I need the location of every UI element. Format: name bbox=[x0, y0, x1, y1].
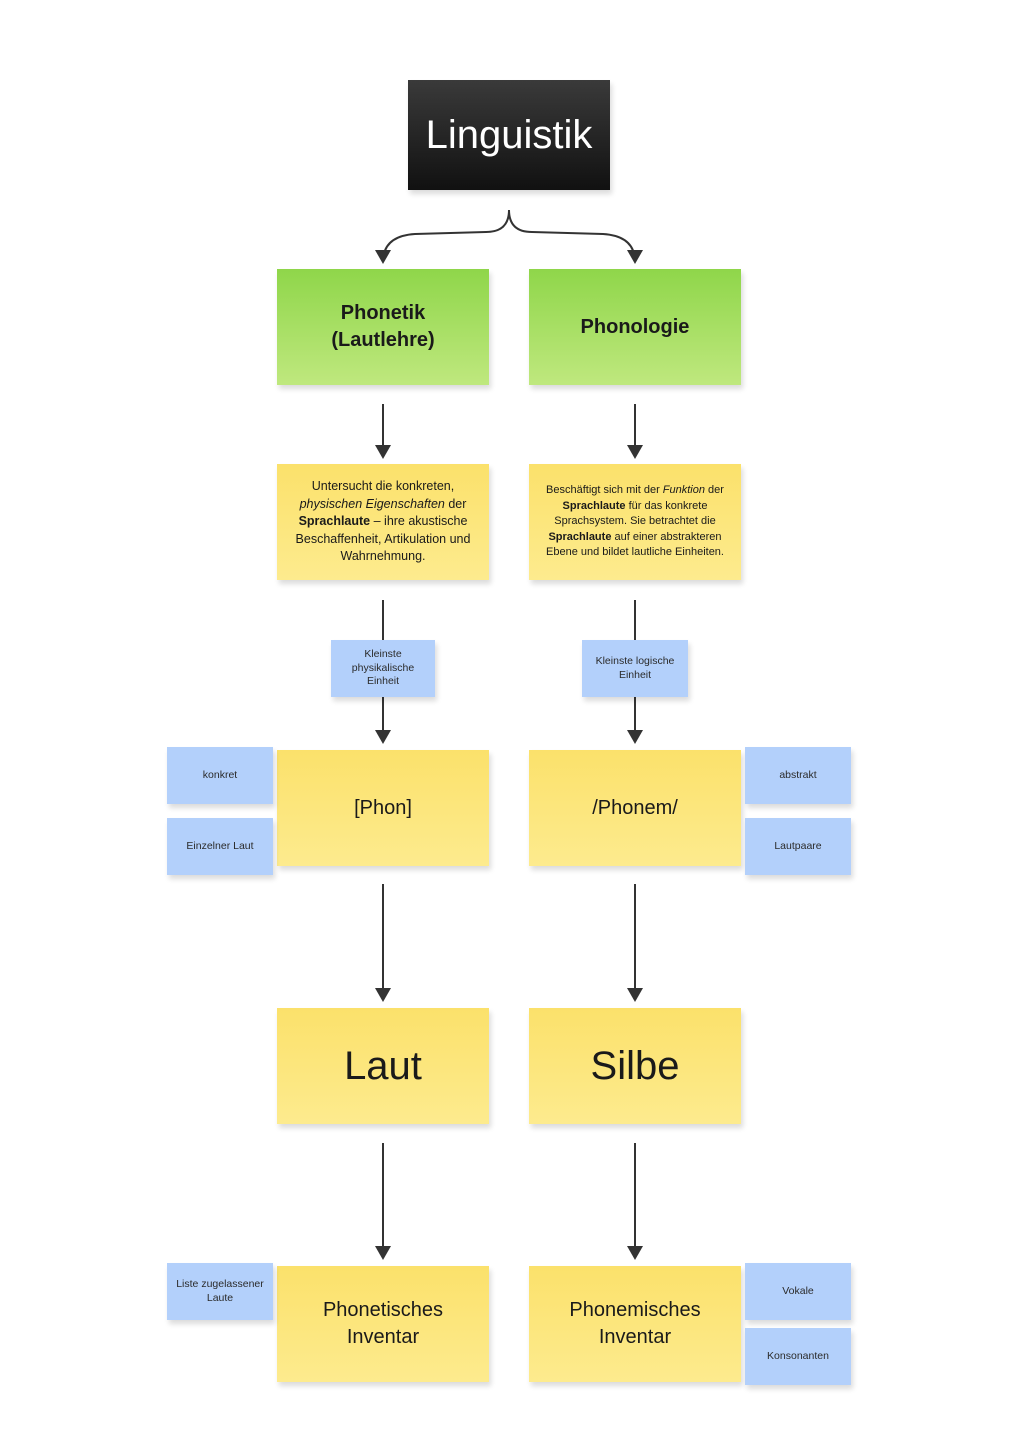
title-node: Linguistik bbox=[408, 80, 610, 190]
tag-konsonanten-text: Konsonanten bbox=[767, 1349, 829, 1362]
unit-label-left-text: Kleinste physikalische Einheit bbox=[351, 648, 415, 688]
unit-label-left: Kleinste physikalische Einheit bbox=[331, 640, 435, 697]
silbe-node: Silbe bbox=[529, 1008, 741, 1124]
desc-phonologie-part5: für das konkrete Sprachsystem. Sie betra… bbox=[554, 499, 716, 528]
desc-phonologie-part3: der bbox=[705, 484, 724, 497]
desc-phonetik-italic: physischen Eigenschaften bbox=[299, 496, 445, 511]
desc-phonologie-italic: Funktion bbox=[662, 484, 705, 497]
unit-label-right-text: Kleinste logische Einheit bbox=[595, 655, 675, 681]
tag-liste-text: Liste zugelassener Laute bbox=[176, 1278, 264, 1304]
phonetisches-inventar-node: Phonetisches Inventar bbox=[277, 1266, 489, 1382]
tag-einzelner-laut: Einzelner Laut bbox=[167, 818, 273, 875]
desc-phonologie-part1: Beschäftigt sich mit der bbox=[546, 484, 663, 497]
phonetik-line1: Phonetik bbox=[340, 302, 426, 324]
desc-phonetik-part3: der bbox=[444, 496, 467, 511]
inventar-right-line2: Inventar bbox=[598, 1326, 672, 1348]
desc-phonetik-bold: Sprachlaute bbox=[298, 514, 371, 529]
phonologie-description-note: Beschäftigt sich mit der Funktion der Sp… bbox=[529, 464, 741, 580]
phonetik-description-note: Untersucht die konkreten, physischen Eige… bbox=[277, 464, 489, 580]
inventar-right-line1: Phonemisches bbox=[569, 1299, 701, 1321]
split-arrow-left bbox=[375, 209, 510, 264]
desc-phonetik-part5: – ihre akustische Beschaffenheit, Artiku… bbox=[295, 514, 471, 564]
tag-lautpaare-text: Lautpaare bbox=[774, 839, 822, 852]
tag-abstrakt: abstrakt bbox=[745, 747, 851, 804]
tag-abstrakt-text: abstrakt bbox=[779, 768, 817, 781]
phonem-text: /Phonem/ bbox=[592, 796, 678, 819]
phonologie-text: Phonologie bbox=[580, 315, 690, 338]
tag-einzelner-laut-text: Einzelner Laut bbox=[186, 839, 254, 852]
inventar-left-line1: Phonetisches bbox=[322, 1299, 444, 1321]
silbe-text: Silbe bbox=[590, 1043, 680, 1088]
phonetik-node: Phonetik (Lautlehre) bbox=[277, 269, 489, 385]
laut-node: Laut bbox=[277, 1008, 489, 1124]
desc-phonetik-part1: Untersucht die konkreten, bbox=[311, 479, 455, 494]
tag-konkret-text: konkret bbox=[202, 768, 238, 781]
phon-text: [Phon] bbox=[354, 796, 412, 819]
tag-vokale-text: Vokale bbox=[782, 1284, 814, 1297]
tag-konkret: konkret bbox=[167, 747, 273, 804]
laut-text: Laut bbox=[344, 1043, 422, 1088]
inventar-left-line2: Inventar bbox=[346, 1326, 420, 1348]
split-arrow-right bbox=[508, 209, 643, 264]
phon-node: [Phon] bbox=[277, 750, 489, 866]
phonem-node: /Phonem/ bbox=[529, 750, 741, 866]
tag-vokale: Vokale bbox=[745, 1263, 851, 1320]
tag-konsonanten: Konsonanten bbox=[745, 1328, 851, 1385]
desc-phonologie-bold2: Sprachlaute bbox=[548, 530, 612, 543]
title-text: Linguistik bbox=[425, 112, 593, 157]
tag-lautpaare: Lautpaare bbox=[745, 818, 851, 875]
desc-phonologie-part7: auf einer abstrakteren Ebene und bildet … bbox=[546, 530, 724, 559]
unit-label-right: Kleinste logische Einheit bbox=[582, 640, 688, 697]
phonologie-node: Phonologie bbox=[529, 269, 741, 385]
desc-phonologie-bold1: Sprachlaute bbox=[562, 499, 626, 512]
phonemisches-inventar-node: Phonemisches Inventar bbox=[529, 1266, 741, 1382]
tag-liste-zugelassener-laute: Liste zugelassener Laute bbox=[167, 1263, 273, 1320]
phonetik-line2: (Lautlehre) bbox=[331, 329, 435, 351]
